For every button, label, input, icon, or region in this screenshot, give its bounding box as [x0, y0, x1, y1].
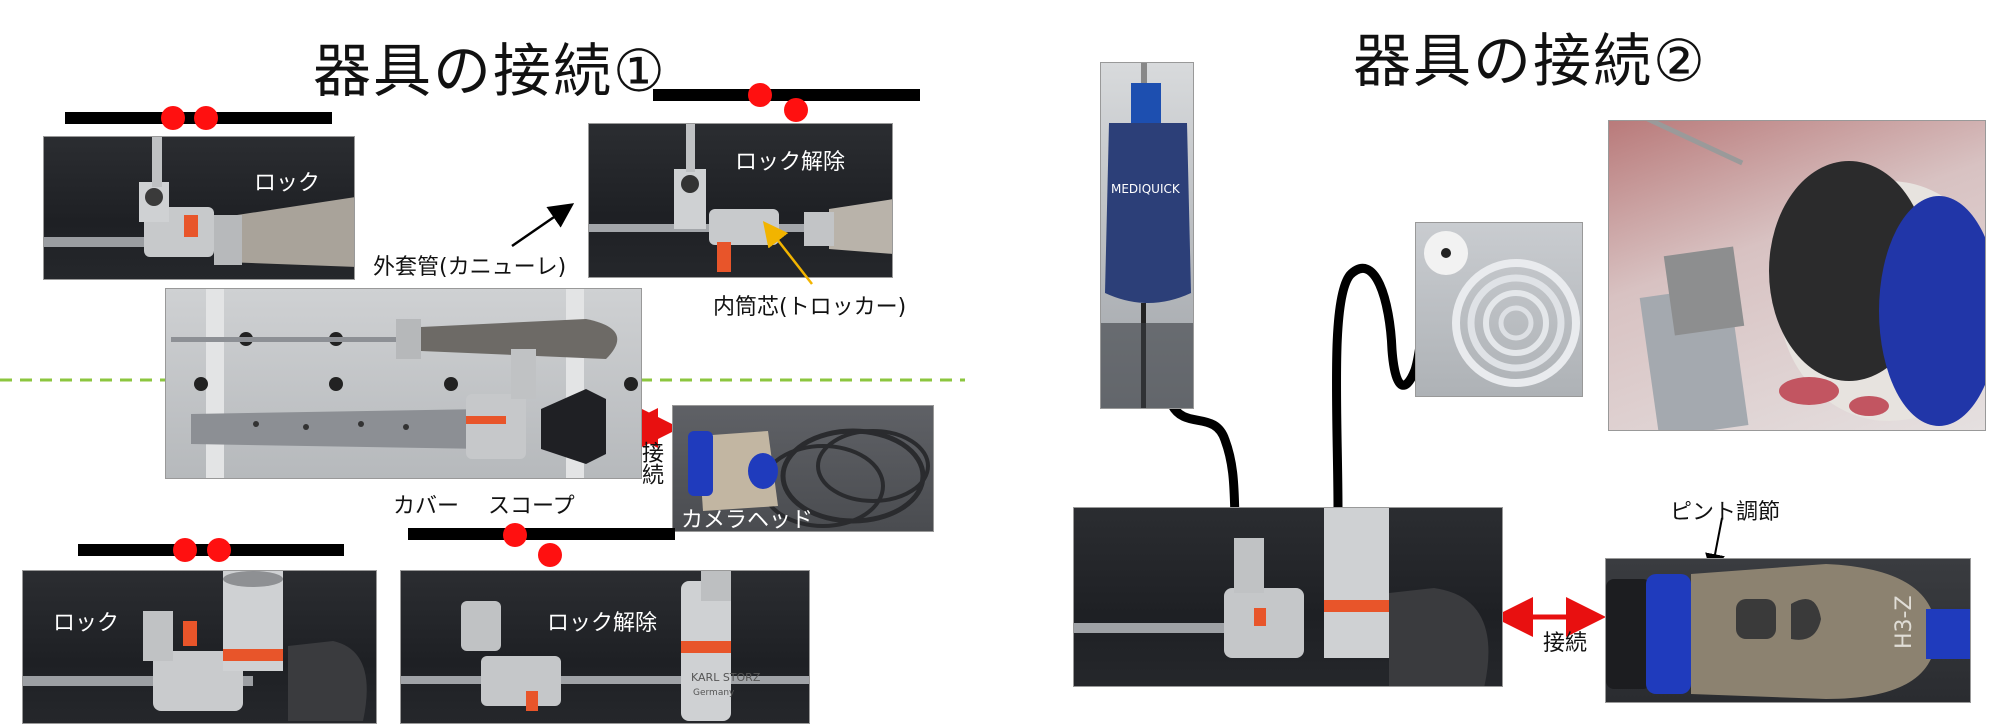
camera-model-engraving: H3-Z — [1892, 595, 1917, 649]
inner-core-label: 内筒芯(トロッカー) — [713, 295, 907, 320]
unlock-indicator-bar-top — [653, 89, 920, 101]
brand-engraving: KARL STORZ — [691, 671, 761, 684]
bag-brand: MEDIQUICK — [1111, 182, 1181, 196]
lock-dot — [161, 106, 185, 130]
brand-country: Germany — [693, 688, 735, 698]
unlock-label-bottom: ロック解除 — [547, 611, 658, 636]
light-cable-photo — [1415, 222, 1583, 397]
camera-head-photo-right: H3-Z — [1605, 558, 1971, 703]
connect-label-right: 接続 — [1543, 631, 1588, 656]
cover-label: カバー — [393, 494, 460, 519]
scope-label: スコープ — [488, 494, 575, 519]
lock-photo-bottom: ロック — [22, 570, 377, 724]
unlock-label-top: ロック解除 — [735, 150, 846, 175]
unlock-photo-top: ロック解除 — [588, 123, 893, 278]
unlock-dot — [784, 98, 808, 122]
camera-head-photo: カメラヘッド — [672, 405, 934, 532]
unlock-photo-bottom: KARL STORZ Germany ロック解除 — [400, 570, 810, 724]
lock-label-top: ロック — [254, 171, 321, 196]
scope-photo-right — [1073, 507, 1503, 687]
focus-adjust-label: ピント調節 — [1670, 500, 1781, 525]
instrument-tray-photo — [165, 288, 642, 479]
lock-dot — [194, 106, 218, 130]
unlock-indicator-bar-bottom — [408, 528, 675, 540]
connect-label-left: 接続 — [638, 441, 663, 485]
unlock-dot — [538, 543, 562, 567]
title-left: 器具の接続① — [313, 37, 667, 105]
lock-dot — [207, 538, 231, 562]
irrigation-bag-photo: MEDIQUICK — [1100, 62, 1194, 409]
unlock-dot — [503, 523, 527, 547]
outer-sheath-label: 外套管(カニューレ) — [373, 255, 567, 280]
surgical-field-photo — [1608, 120, 1986, 431]
lock-label-bottom: ロック — [53, 611, 120, 636]
unlock-dot — [748, 83, 772, 107]
title-right: 器具の接続② — [1353, 27, 1707, 95]
lock-dot — [173, 538, 197, 562]
lock-photo-top: ロック — [43, 136, 355, 280]
camera-head-label: カメラヘッド — [681, 508, 814, 532]
